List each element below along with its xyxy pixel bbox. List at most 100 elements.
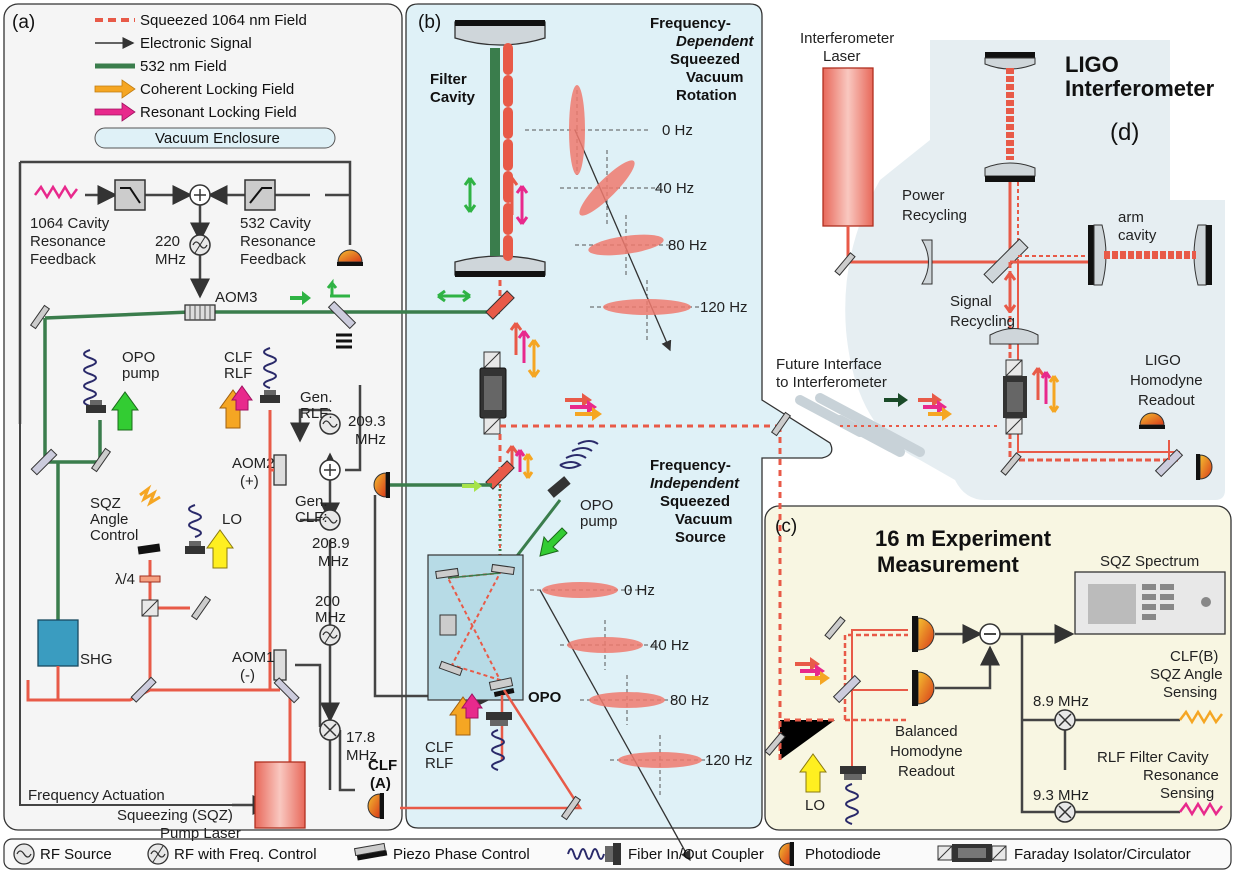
label-qwp: λ/4 (115, 571, 135, 588)
label-aom3: AOM3 (215, 289, 258, 306)
panel-a-electronics (18, 160, 498, 815)
green-arrow-aom3 (290, 291, 311, 305)
photodiode-532 (337, 249, 363, 266)
label-cav1064-3: Feedback (30, 251, 96, 268)
rf-source-2089 (319, 509, 341, 531)
label-sqz-2: Angle (90, 511, 128, 528)
mirror-future (770, 411, 792, 437)
panel-label-b: (b) (418, 12, 441, 33)
label-fi-3: Squeezed (660, 493, 730, 510)
label-opo-pump-b-1: OPO (580, 497, 613, 514)
label-bhd-2: Homodyne (890, 743, 963, 760)
arm-cavity-left (1088, 224, 1107, 286)
label-ligo-hd-2: Homodyne (1130, 372, 1203, 389)
label-f178-1: 17.8 (346, 729, 375, 746)
label-rlf-c-1: RLF Filter Cavity (1097, 749, 1209, 766)
label-hz-bot-1: 40 Hz (650, 637, 689, 654)
legend-squeezed: Squeezed 1064 nm Field (140, 12, 307, 29)
label-ligo-2: Interferometer (1065, 76, 1215, 101)
label-freq-act: Frequency Actuation (28, 787, 165, 804)
power-recycling-mirror (921, 239, 933, 285)
label-f2089-1: 208.9 (312, 535, 350, 552)
label-ifo-laser-2: Laser (823, 48, 861, 65)
mirror-a2 (327, 300, 357, 330)
label-pump-laser-1: Squeezing (SQZ) (117, 807, 233, 824)
legend-vacuum: Vacuum Enclosure (155, 130, 280, 147)
label-fd-4: Vacuum (686, 69, 744, 86)
fiber-opo-pump-a (83, 349, 106, 413)
label-fd-5: Rotation (676, 87, 737, 104)
ifo-laser (822, 67, 874, 227)
faraday-isolator-d (1003, 359, 1027, 435)
label-aom1-sign: (-) (240, 667, 255, 684)
mirror-a3 (30, 448, 58, 476)
label-cav532-2: Resonance (240, 233, 316, 250)
label-f93: 9.3 MHz (1033, 787, 1089, 804)
label-clf-a: CLF (224, 349, 252, 366)
legend-photodiode-icon (778, 842, 794, 866)
mirror-ifo (834, 252, 856, 276)
lo-arrow-c (799, 753, 827, 793)
rf-source-200 (319, 624, 341, 646)
label-pump-laser-2: Pump Laser (160, 825, 241, 842)
legend-coherent: Coherent Locking Field (140, 81, 294, 98)
bhd-photodiode-bottom (912, 670, 935, 706)
faraday-isolator-b (479, 351, 507, 435)
mirror-a1 (29, 304, 51, 330)
bhd-beamsplitter (832, 674, 862, 704)
label-lo-a: LO (222, 511, 242, 528)
label-f2089-2: MHz (318, 553, 349, 570)
green-double-arrow-cav (463, 177, 477, 213)
ligo-hd-beamsplitter (1154, 448, 1184, 478)
legend-green: 532 nm Field (140, 58, 227, 75)
legend-resonant-swatch (94, 102, 136, 122)
panel-label-c: (c) (775, 516, 797, 537)
fiber-lo-c (840, 766, 866, 825)
lowpass-filter (114, 179, 146, 211)
legend-piezo-icon (353, 842, 388, 861)
label-bhd-1: Balanced (895, 723, 958, 740)
label-gen-clf-1: Gen. (295, 493, 328, 510)
label-c-title-2: Measurement (877, 552, 1020, 577)
rlf-arrow-b (461, 693, 483, 719)
label-hz-bot-0: 0 Hz (624, 582, 655, 599)
highpass-filter (244, 179, 276, 211)
label-arm-2: cavity (1118, 227, 1157, 244)
label-fd-2: Dependent (676, 33, 755, 50)
green-arrow-up (326, 278, 350, 298)
label-rlf-a: RLF (224, 365, 252, 382)
label-future-1: Future Interface (776, 356, 882, 373)
label-rlf-b: RLF (425, 755, 453, 772)
panel-a-frame (3, 3, 403, 831)
label-clfb-1: CLF(B) (1170, 648, 1218, 665)
label-hz-bot-2: 80 Hz (670, 692, 709, 709)
label-fi-2: Independent (650, 475, 740, 492)
label-clf-b: CLF (425, 739, 453, 756)
fiber-clf-rlf-a (260, 347, 280, 403)
clfb-zigzag (1179, 709, 1223, 725)
label-aom1: AOM1 (232, 649, 275, 666)
label-cav1064-1: 1064 Cavity (30, 215, 110, 232)
label-aom2-sign: (+) (240, 473, 259, 490)
label-opo-pump-a-1: OPO (122, 349, 155, 366)
mirror-lo-a (190, 595, 212, 621)
sqz-angle-zigzag (139, 484, 161, 507)
label-fi-4: Vacuum (675, 511, 733, 528)
label-arm-1: arm (1118, 209, 1144, 226)
mirror-ligo-bottom (1000, 452, 1022, 476)
label-hz-top-2: 80 Hz (668, 237, 707, 254)
arm-mirror-top (984, 52, 1036, 70)
legend-resonant: Resonant Locking Field (140, 104, 297, 121)
fiber-clf-rlf-b (486, 712, 512, 771)
label-rlf-c-3: Sensing (1160, 785, 1214, 802)
quarter-wave-plate (139, 575, 161, 583)
legend-coherent-swatch (94, 79, 136, 99)
label-bhd-3: Readout (898, 763, 956, 780)
rlf-arrow-a (231, 385, 253, 411)
legend-fiber-icon (567, 843, 621, 865)
legend-vacuum-swatch (94, 127, 336, 149)
arm-mirror-lower (984, 162, 1036, 182)
sqz-spectrum-analyzer (1074, 571, 1226, 635)
label-opo: OPO (528, 689, 562, 706)
